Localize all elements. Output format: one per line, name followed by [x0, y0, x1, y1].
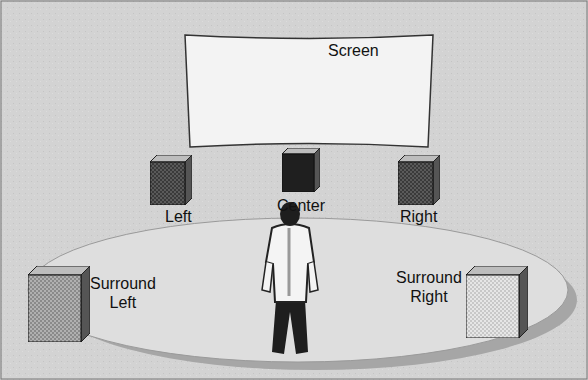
projection-screen: Screen: [183, 33, 435, 149]
surround-right-speaker: Surround Right: [466, 266, 528, 338]
speaker-label: Screen: [328, 41, 379, 60]
speaker-label: Surround Left: [90, 274, 156, 312]
speaker-label: Surround Right: [396, 268, 462, 306]
center-speaker: Center: [282, 148, 320, 192]
speaker-label: Center: [277, 196, 325, 215]
listener-figure: [262, 202, 318, 354]
left-speaker: Left: [150, 155, 192, 205]
speaker-outline: [466, 266, 528, 338]
speaker-outline: [28, 266, 90, 342]
right-speaker: Right: [398, 155, 440, 205]
screen-outline: [183, 33, 435, 149]
surround-left-speaker: Surround Left: [28, 266, 90, 342]
speaker-label: Right: [400, 207, 437, 226]
speaker-label: Left: [165, 207, 192, 226]
speaker-outline: [150, 155, 192, 205]
speaker-outline: [398, 155, 440, 205]
speaker-outline: [282, 148, 320, 192]
